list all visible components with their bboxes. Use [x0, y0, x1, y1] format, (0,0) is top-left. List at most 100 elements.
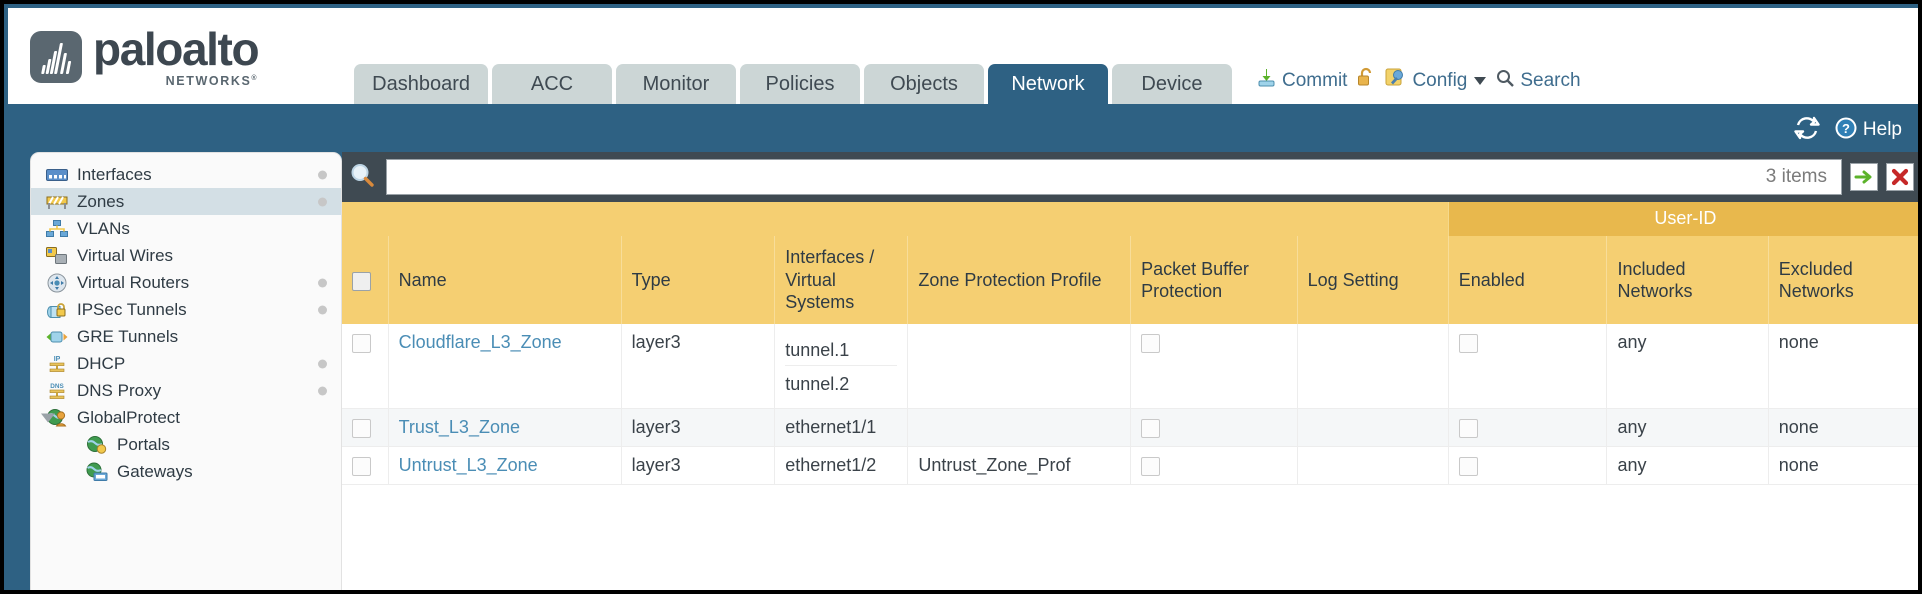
- row-checkbox[interactable]: [352, 418, 371, 438]
- select-all-checkbox[interactable]: [352, 271, 371, 291]
- svg-text:?: ?: [1842, 121, 1850, 136]
- filter-input-wrapper[interactable]: 3 items: [386, 159, 1842, 195]
- cell-excluded-networks: none: [1767, 324, 1918, 409]
- row-checkbox[interactable]: [352, 333, 371, 353]
- select-all-header: [342, 236, 389, 324]
- refresh-icon[interactable]: [1794, 116, 1820, 145]
- cell-zone-protection-profile: [907, 408, 1131, 447]
- zones-table-body: Cloudflare_L3_Zone layer3 tunnel.1 tunne…: [342, 324, 1918, 485]
- tab-acc[interactable]: ACC: [492, 64, 612, 104]
- userid-enabled-checkbox[interactable]: [1458, 418, 1478, 438]
- clear-filter-button[interactable]: [1886, 163, 1914, 191]
- virtual-wires-icon: [45, 246, 69, 266]
- tab-network[interactable]: Network: [988, 64, 1108, 104]
- help-label: Help: [1862, 119, 1902, 140]
- sidebar-item-virtual-wires[interactable]: Virtual Wires: [31, 242, 341, 269]
- sidebar-item-vlans[interactable]: VLANs: [31, 215, 341, 242]
- packet-buffer-protection-checkbox[interactable]: [1141, 418, 1161, 438]
- sub-header-bar: ? Help: [8, 104, 1918, 156]
- column-header-zone-protection-profile[interactable]: Zone Protection Profile: [907, 236, 1131, 324]
- status-dot: [318, 170, 327, 179]
- sidebar-item-ipsec-tunnels[interactable]: IPSec Tunnels: [31, 296, 341, 323]
- cell-included-networks: any: [1606, 446, 1769, 485]
- tab-monitor[interactable]: Monitor: [616, 64, 736, 104]
- cell-log-setting: [1296, 408, 1449, 447]
- interface-item: tunnel.1: [785, 332, 898, 366]
- zones-table: User-ID Name Type Interfaces / Virtual S…: [342, 202, 1918, 485]
- header-actions: Commit Config: [1256, 67, 1581, 94]
- tab-dashboard[interactable]: Dashboard: [354, 64, 488, 104]
- sidebar-item-virtual-routers[interactable]: Virtual Routers: [31, 269, 341, 296]
- search-button[interactable]: Search: [1495, 68, 1581, 94]
- packet-buffer-protection-checkbox[interactable]: [1141, 456, 1161, 476]
- cell-name: Trust_L3_Zone: [387, 408, 622, 447]
- table-header-row: Name Type Interfaces / Virtual Systems Z…: [342, 236, 1918, 324]
- filter-bar: 3 items: [342, 152, 1918, 202]
- column-header-name[interactable]: Name: [387, 236, 622, 324]
- packet-buffer-protection-checkbox[interactable]: [1141, 333, 1161, 353]
- cell-name: Cloudflare_L3_Zone: [387, 324, 622, 409]
- top-header-bar: paloalto NETWORKS® Dashboard ACC Monitor…: [8, 8, 1918, 104]
- row-checkbox[interactable]: [352, 456, 371, 476]
- column-header-log-setting[interactable]: Log Setting: [1296, 236, 1449, 324]
- tab-policies[interactable]: Policies: [740, 64, 860, 104]
- userid-enabled-checkbox[interactable]: [1458, 333, 1478, 353]
- interfaces-icon: [45, 165, 69, 185]
- unlock-button[interactable]: [1356, 67, 1376, 94]
- userid-enabled-checkbox[interactable]: [1458, 456, 1478, 476]
- column-header-enabled[interactable]: Enabled: [1447, 236, 1607, 324]
- cell-log-setting: [1296, 446, 1449, 485]
- sidebar-item-globalprotect[interactable]: GlobalProtect: [31, 404, 341, 431]
- column-header-type[interactable]: Type: [620, 236, 775, 324]
- apply-filter-button[interactable]: [1850, 163, 1878, 191]
- cell-interfaces: tunnel.1 tunnel.2: [774, 324, 908, 409]
- cell-packet-buffer-protection: [1130, 446, 1298, 485]
- cell-included-networks: any: [1606, 324, 1769, 409]
- sidebar-item-label: Virtual Wires: [77, 245, 174, 265]
- help-link[interactable]: ? Help: [1834, 116, 1902, 145]
- sidebar-item-label: Interfaces: [77, 164, 152, 184]
- table-row[interactable]: Trust_L3_Zone layer3 ethernet1/1 any non…: [342, 408, 1918, 447]
- sidebar-item-portals[interactable]: Portals: [31, 431, 341, 458]
- sidebar-item-label: IPSec Tunnels: [77, 299, 187, 319]
- help-icon: ?: [1834, 116, 1858, 145]
- commit-icon: [1256, 67, 1277, 94]
- status-dot: [318, 305, 327, 314]
- sidebar-item-interfaces[interactable]: Interfaces: [31, 161, 341, 188]
- status-dot: [318, 278, 327, 287]
- table-row[interactable]: Untrust_L3_Zone layer3 ethernet1/2 Untru…: [342, 446, 1918, 485]
- group-header-spacer: [342, 202, 1449, 236]
- zone-name-link[interactable]: Trust_L3_Zone: [398, 417, 520, 437]
- sidebar-item-label: Zones: [77, 191, 125, 211]
- cell-included-networks: any: [1606, 408, 1769, 447]
- filter-search-icon[interactable]: [348, 161, 378, 194]
- sidebar-item-dhcp[interactable]: IP DHCP: [31, 350, 341, 377]
- cell-packet-buffer-protection: [1130, 408, 1298, 447]
- sidebar-item-dns-proxy[interactable]: DNS DNS Proxy: [31, 377, 341, 404]
- sidebar-item-zones[interactable]: Zones: [31, 188, 341, 215]
- search-input[interactable]: [387, 160, 1766, 194]
- column-header-packet-buffer-protection[interactable]: Packet Buffer Protection: [1130, 236, 1298, 324]
- tab-objects[interactable]: Objects: [864, 64, 984, 104]
- expand-triangle-icon[interactable]: [41, 413, 55, 422]
- paloalto-logo-mark: [30, 31, 82, 84]
- column-header-included-networks[interactable]: Included Networks: [1606, 236, 1769, 324]
- sidebar-item-gateways[interactable]: Gateways: [31, 458, 341, 485]
- zones-content-panel: 3 items: [342, 152, 1918, 590]
- items-count-label: 3 items: [1765, 166, 1827, 187]
- zone-name-link[interactable]: Untrust_L3_Zone: [398, 455, 538, 475]
- brand-tagline: NETWORKS®: [165, 74, 259, 89]
- tab-device[interactable]: Device: [1112, 64, 1232, 104]
- cell-excluded-networks: none: [1767, 446, 1918, 485]
- sidebar-item-gre-tunnels[interactable]: GRE Tunnels: [31, 323, 341, 350]
- commit-button[interactable]: Commit: [1256, 67, 1347, 94]
- table-row[interactable]: Cloudflare_L3_Zone layer3 tunnel.1 tunne…: [342, 324, 1918, 409]
- unlock-icon: [1356, 67, 1376, 94]
- sidebar-item-label: GlobalProtect: [77, 407, 180, 427]
- zone-name-link[interactable]: Cloudflare_L3_Zone: [398, 332, 562, 352]
- group-header-userid: User-ID: [1447, 202, 1918, 236]
- config-menu[interactable]: Config: [1385, 67, 1487, 94]
- column-header-interfaces-virtual-systems[interactable]: Interfaces / Virtual Systems: [774, 236, 908, 324]
- table-group-header-row: User-ID: [342, 202, 1918, 236]
- column-header-excluded-networks[interactable]: Excluded Networks: [1767, 236, 1918, 324]
